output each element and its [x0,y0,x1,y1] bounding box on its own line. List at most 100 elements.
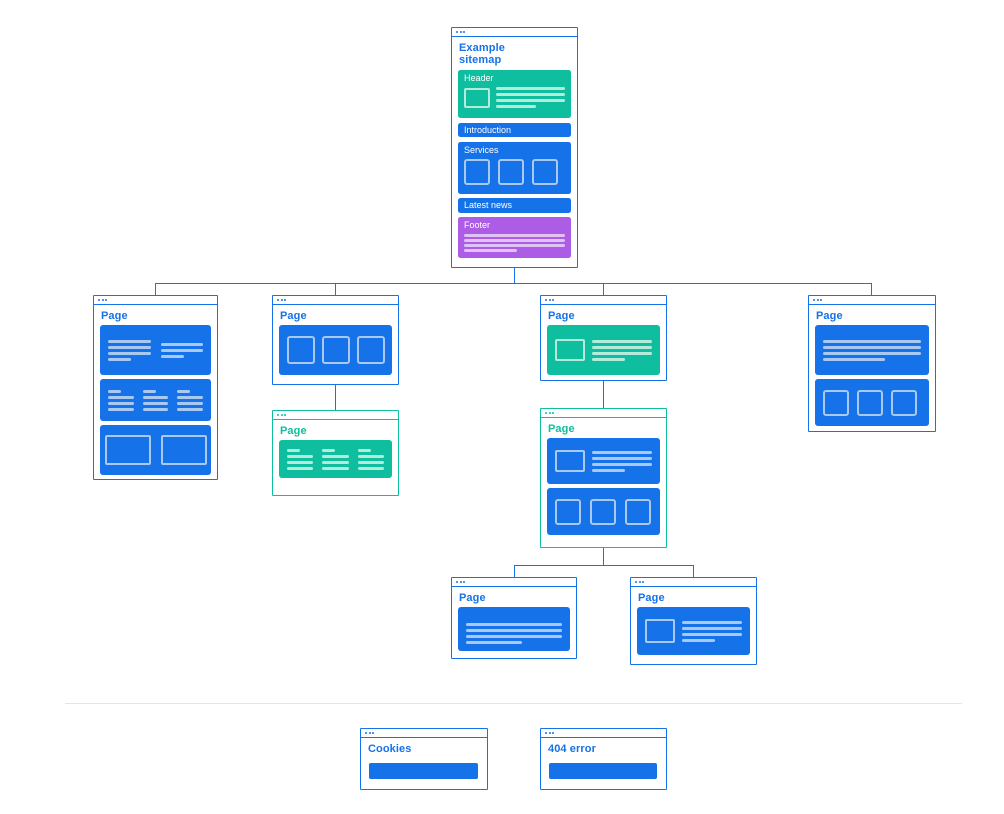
text-line [592,456,652,460]
window-dot-icon [456,31,458,33]
text-lines-placeholder [823,339,921,361]
text-line [464,239,565,242]
page-card-green-columns[interactable]: Page [272,410,399,496]
thumbnail-placeholder [555,498,581,525]
window-titlebar [541,729,666,738]
window-dot-icon [105,299,107,301]
page-card-green-detail[interactable]: Page [540,408,667,548]
separator-line [65,703,962,704]
card-title: Example sitemap [459,42,505,66]
text-line [823,351,921,355]
thumbnail-placeholder [823,389,849,416]
connector-line [514,565,515,577]
thumbnail-placeholder [464,159,490,185]
text-line [464,249,517,252]
window-titlebar [361,729,487,738]
window-dot-icon [552,299,554,301]
window-titlebar [452,28,577,37]
window-dot-icon [642,581,644,583]
image-placeholder [555,450,585,472]
window-dot-icon [548,732,551,734]
cookies-card[interactable]: Cookies [360,728,488,790]
text-line [592,468,625,472]
introduction-section: Introduction [458,123,571,137]
connector-line [514,268,515,283]
text-line [464,234,565,237]
window-dot-icon [638,581,641,583]
text-lines-placeholder [322,448,349,470]
page-card-text[interactable]: Page [451,577,577,659]
text-line [823,345,921,349]
two-image-block [100,425,211,475]
connector-line [603,283,604,295]
text-lines-placeholder [160,342,203,358]
text-line [823,357,885,361]
text-line [496,105,537,108]
text-line [108,339,151,343]
text-line [682,638,715,642]
media-text-block [547,325,660,375]
thumbnail-grid-block [815,379,929,426]
page-card-articles[interactable]: Page [93,295,218,480]
page-card-media[interactable]: Page [630,577,757,665]
image-placeholder [555,339,585,361]
sitemap-root-card[interactable]: Example sitemap Header Introduction Serv… [451,27,578,268]
window-dot-icon [545,299,547,301]
page-card-gallery[interactable]: Page [272,295,399,385]
window-dot-icon [816,299,819,301]
text-line [160,348,203,352]
thumbnail-placeholder [857,389,883,416]
text-lines-placeholder [466,622,562,644]
text-lines-placeholder [496,87,565,108]
text-lines-placeholder [592,450,652,472]
text-line [592,345,652,349]
thumbnail-placeholder [532,159,558,185]
text-line [496,99,565,102]
text-line [177,401,204,405]
section-label: Footer [464,220,491,230]
window-dot-icon [101,299,104,301]
window-titlebar [273,411,398,420]
text-lines-placeholder [177,389,204,411]
text-line [466,622,562,626]
text-line [357,454,384,458]
card-title: Page [459,592,486,604]
connector-line [155,283,156,295]
window-dot-icon [372,732,374,734]
text-line [496,87,565,90]
connector-line [514,565,693,566]
window-dot-icon [552,732,554,734]
page-card-overview[interactable]: Page [808,295,936,432]
text-line [592,339,652,343]
card-title: Page [548,423,575,435]
text-lines-placeholder [464,234,565,252]
connector-line [335,385,336,410]
window-dot-icon [280,299,283,301]
window-dot-icon [552,412,554,414]
window-dot-icon [456,581,458,583]
media-text-block [547,438,660,484]
thumbnail-placeholder [590,498,616,525]
text-line [108,345,151,349]
error-404-card[interactable]: 404 error [540,728,667,790]
window-dot-icon [284,299,286,301]
window-dot-icon [98,299,100,301]
image-placeholder [160,435,207,465]
window-dot-icon [463,31,465,33]
text-line [592,351,652,355]
window-dot-icon [280,414,283,416]
text-line [177,395,204,399]
text-line [160,354,184,358]
window-titlebar [273,296,398,305]
three-column-text-block [100,379,211,421]
text-line [322,454,349,458]
text-lines-placeholder [108,339,151,361]
image-placeholder [464,87,490,108]
text-line [682,620,742,624]
text-line [142,395,169,399]
text-line [466,628,562,632]
window-dot-icon [277,414,279,416]
window-dot-icon [548,299,551,301]
connector-line [603,548,604,565]
page-card-feature[interactable]: Page [540,295,667,381]
